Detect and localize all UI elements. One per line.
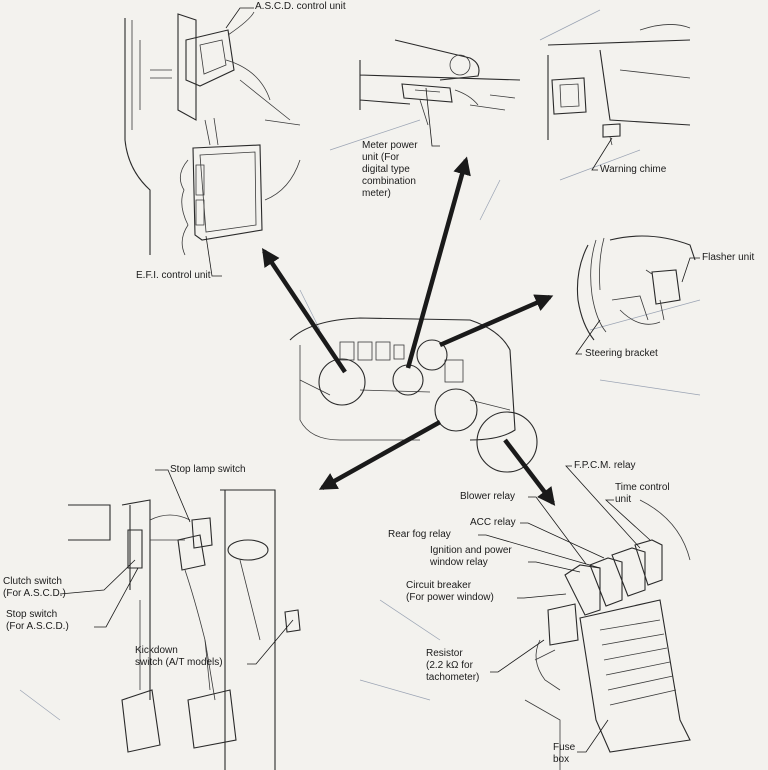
label-warning-chime: Warning chime [600,164,667,175]
relay-fusebox-illustration [524,499,691,770]
label-flasher-unit: Flasher unit [702,252,755,263]
label-steering-bracket: Steering bracket [585,348,658,359]
label-efi-control-unit: E.F.I. control unit [136,270,211,281]
label-leader-lines [59,7,700,753]
label-time-control-unit: Time control unit [615,482,670,505]
flasher-steering-illustration [576,235,696,341]
label-fuse-box: Fuse box [553,742,576,765]
arrow-to-pedal-area [318,420,442,490]
label-fpcm-relay: F.P.C.M. relay [574,460,636,471]
dashboard-overview-drawing [289,317,538,473]
label-ignition-power-window-relay: Ignition and power window relay [430,545,512,568]
label-blower-relay: Blower relay [460,491,516,502]
pointer-arrows [261,156,556,506]
label-stop-switch: Stop switch (For A.S.C.D.) [6,609,69,632]
efi-ascd-illustration [124,11,301,256]
label-kickdown-switch: Kickdown switch (A/T models) [135,645,223,668]
warning-chime-illustration [547,24,691,146]
label-acc-relay: ACC relay [470,517,516,528]
label-rear-fog-relay: Rear fog relay [388,529,451,540]
arrow-to-fuse-box [503,438,556,506]
pedal-switches-illustration [68,489,301,770]
arrow-to-efi-unit [261,248,347,374]
label-ascd-control-unit: A.S.C.D. control unit [255,1,346,12]
meter-power-unit-illustration [359,39,521,126]
label-circuit-breaker: Circuit breaker (For power window) [406,580,494,603]
label-clutch-switch: Clutch switch (For A.S.C.D.) [3,576,66,599]
label-resistor: Resistor (2.2 kΩ for tachometer) [426,648,480,683]
label-meter-power-unit: Meter power unit (For digital type combi… [362,140,418,199]
arrow-to-steering-bracket [439,294,554,348]
arrow-to-meter-power-unit [405,156,471,369]
label-stop-lamp-switch: Stop lamp switch [170,464,246,475]
background-ghost-lines [19,9,701,721]
